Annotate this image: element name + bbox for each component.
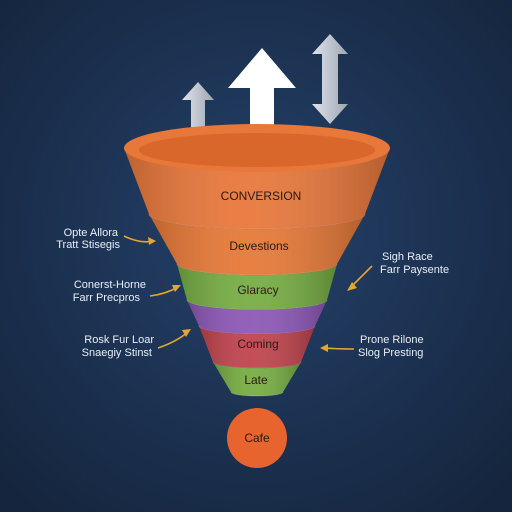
funnel-band-shade-6 [213,362,301,396]
left-note-1-line1: Opte Allora [64,227,119,239]
double-arrow-left-icon [182,82,214,158]
up-arrow-center-icon [228,48,296,140]
stage-label-conversion: CONVERSION [221,189,302,203]
stage-label-glaracy: Glaracy [237,283,278,297]
right-note-2-line1: Prone Rilone [360,334,424,346]
left-note-3-line1: Rosk Fur Loar [84,334,154,346]
stage-label-late: Late [244,373,268,387]
left-note-2: Conerst-Horne Farr Precpros [73,279,181,304]
left-note-2-line2: Farr Precpros [73,292,141,304]
outlet-circle [227,408,287,468]
funnel-band-edge-6 [230,391,284,397]
funnel-band-shade-3 [177,264,337,310]
right-note-2-line2: Slog Presting [358,347,423,359]
left-note-1-line2: Tratt Stisegis [56,239,120,251]
right-note-1: Sigh Race Farr Paysente [347,251,449,291]
left-note-3-line2: Snaegiy Stinst [82,347,152,359]
right-note-2: Prone Rilone Slog Presting [320,334,424,359]
outlet-label: Cafe [244,431,270,445]
funnel-band-shade-5 [199,326,315,369]
left-note-2-line1: Conerst-Horne [74,279,146,291]
left-note-3: Rosk Fur Loar Snaegiy Stinst [82,329,191,359]
double-arrow-right-icon [312,34,348,124]
funnel-rim [124,124,390,172]
funnel-band-edge-4 [198,325,316,335]
funnel-band-shade-4 [187,300,327,335]
right-note-1-line2: Farr Paysente [380,264,449,276]
left-note-1: Opte Allora Tratt Stisegis [56,227,156,251]
stage-label-devestions: Devestions [229,239,288,253]
funnel-band-shade-2 [149,214,365,276]
right-note-1-line1: Sigh Race [382,251,433,263]
stage-label-coming: Coming [237,337,278,351]
